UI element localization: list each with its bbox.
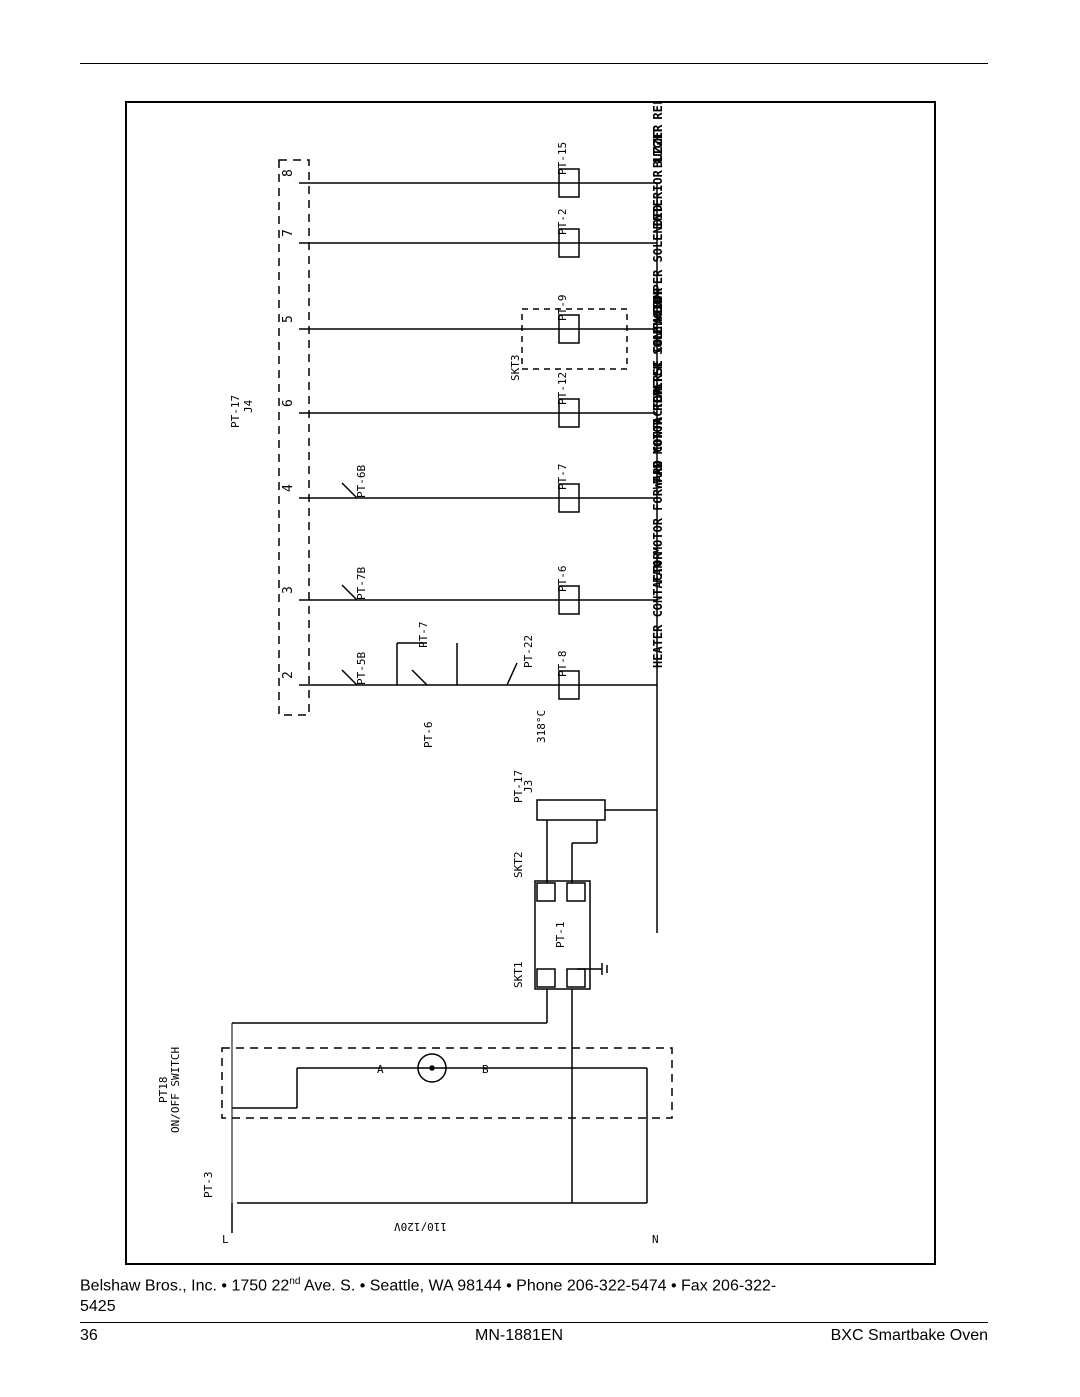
footer-address: Belshaw Bros., Inc. • 1750 22nd Ave. S. … bbox=[80, 1271, 990, 1317]
thermostat-label: 318°C bbox=[535, 710, 548, 743]
contact-label: PT-22 bbox=[522, 635, 535, 668]
pcb-label: PT-1 bbox=[554, 922, 567, 949]
address-text: Ave. S. • Seattle, WA 98144 • Phone 206-… bbox=[300, 1277, 777, 1295]
load-label: PT-7 bbox=[556, 464, 569, 491]
load-label: PT-2 bbox=[556, 209, 569, 236]
load-label: PT-12 bbox=[556, 372, 569, 405]
page-number: 36 bbox=[80, 1327, 98, 1344]
connector-label: J3 bbox=[522, 780, 535, 793]
pin-label: 5 bbox=[281, 315, 296, 323]
document-title: BXC Smartbake Oven bbox=[830, 1327, 988, 1344]
pin-label: 2 bbox=[281, 671, 296, 679]
motor-terminal: B bbox=[482, 1063, 489, 1076]
fuse-label: PT-3 bbox=[202, 1172, 215, 1199]
address-sup: nd bbox=[289, 1276, 301, 1287]
switch-label: PT18 bbox=[157, 1077, 170, 1104]
load-name: WATER SOLENOID bbox=[651, 297, 665, 398]
motor-terminal: A bbox=[377, 1063, 384, 1076]
contact-label: PT-6B bbox=[355, 465, 368, 498]
load-name: INTERIOR LIGHT RELAY bbox=[651, 103, 665, 228]
load-label: PT-8 bbox=[556, 651, 569, 678]
connector-label: PT-17 bbox=[512, 770, 525, 803]
socket-label: SKT3 bbox=[509, 355, 522, 382]
switch-name: ON/OFF SWITCH bbox=[169, 1047, 182, 1133]
load-name: FAN MOTOR REVERSE CONTACTOR bbox=[651, 287, 665, 483]
supply-label: 110/120V bbox=[394, 1220, 447, 1233]
pin-label: 7 bbox=[281, 229, 296, 237]
pin-label: 3 bbox=[281, 586, 296, 594]
load-label: PT-6 bbox=[556, 566, 569, 593]
wiring-schematic: PT-15 PT-2 PT-9 PT-12 PT-7 PT-6 PT-8 BUZ… bbox=[157, 103, 673, 1246]
load-name: BUZZER bbox=[651, 124, 665, 168]
contact-label: PT-7 bbox=[417, 622, 430, 649]
load-name: DAMPER SOLENOID bbox=[651, 205, 665, 313]
document-number: MN-1881EN bbox=[475, 1327, 564, 1344]
pin-label: 6 bbox=[281, 399, 296, 407]
footer-rule bbox=[80, 1322, 988, 1323]
header-rule bbox=[80, 63, 988, 64]
line-l: L bbox=[222, 1233, 229, 1246]
address-text: Belshaw Bros., Inc. • 1750 22 bbox=[80, 1277, 290, 1295]
connector-label: J4 bbox=[242, 399, 255, 413]
socket-label: SKT1 bbox=[512, 962, 525, 989]
load-label: PT-15 bbox=[556, 142, 569, 175]
load-label: PT-9 bbox=[556, 295, 569, 322]
address-text: 5425 bbox=[80, 1298, 116, 1316]
load-name: FAN MOTOR FORWARD CONTACTOR bbox=[651, 387, 665, 583]
contact-label: PT-5B bbox=[355, 652, 368, 685]
connector-j4 bbox=[278, 159, 310, 716]
drawing-frame bbox=[125, 101, 936, 1265]
contact-label: PT-7B bbox=[355, 567, 368, 600]
socket-label: SKT2 bbox=[512, 852, 525, 879]
line-n: N bbox=[652, 1233, 659, 1246]
load-name: HEATER CONTACTOR bbox=[651, 552, 665, 668]
pin-label: 8 bbox=[281, 169, 296, 177]
contact-label: PT-6 bbox=[422, 722, 435, 749]
pin-label: 4 bbox=[281, 484, 296, 492]
connector-label: PT-17 bbox=[229, 395, 242, 428]
